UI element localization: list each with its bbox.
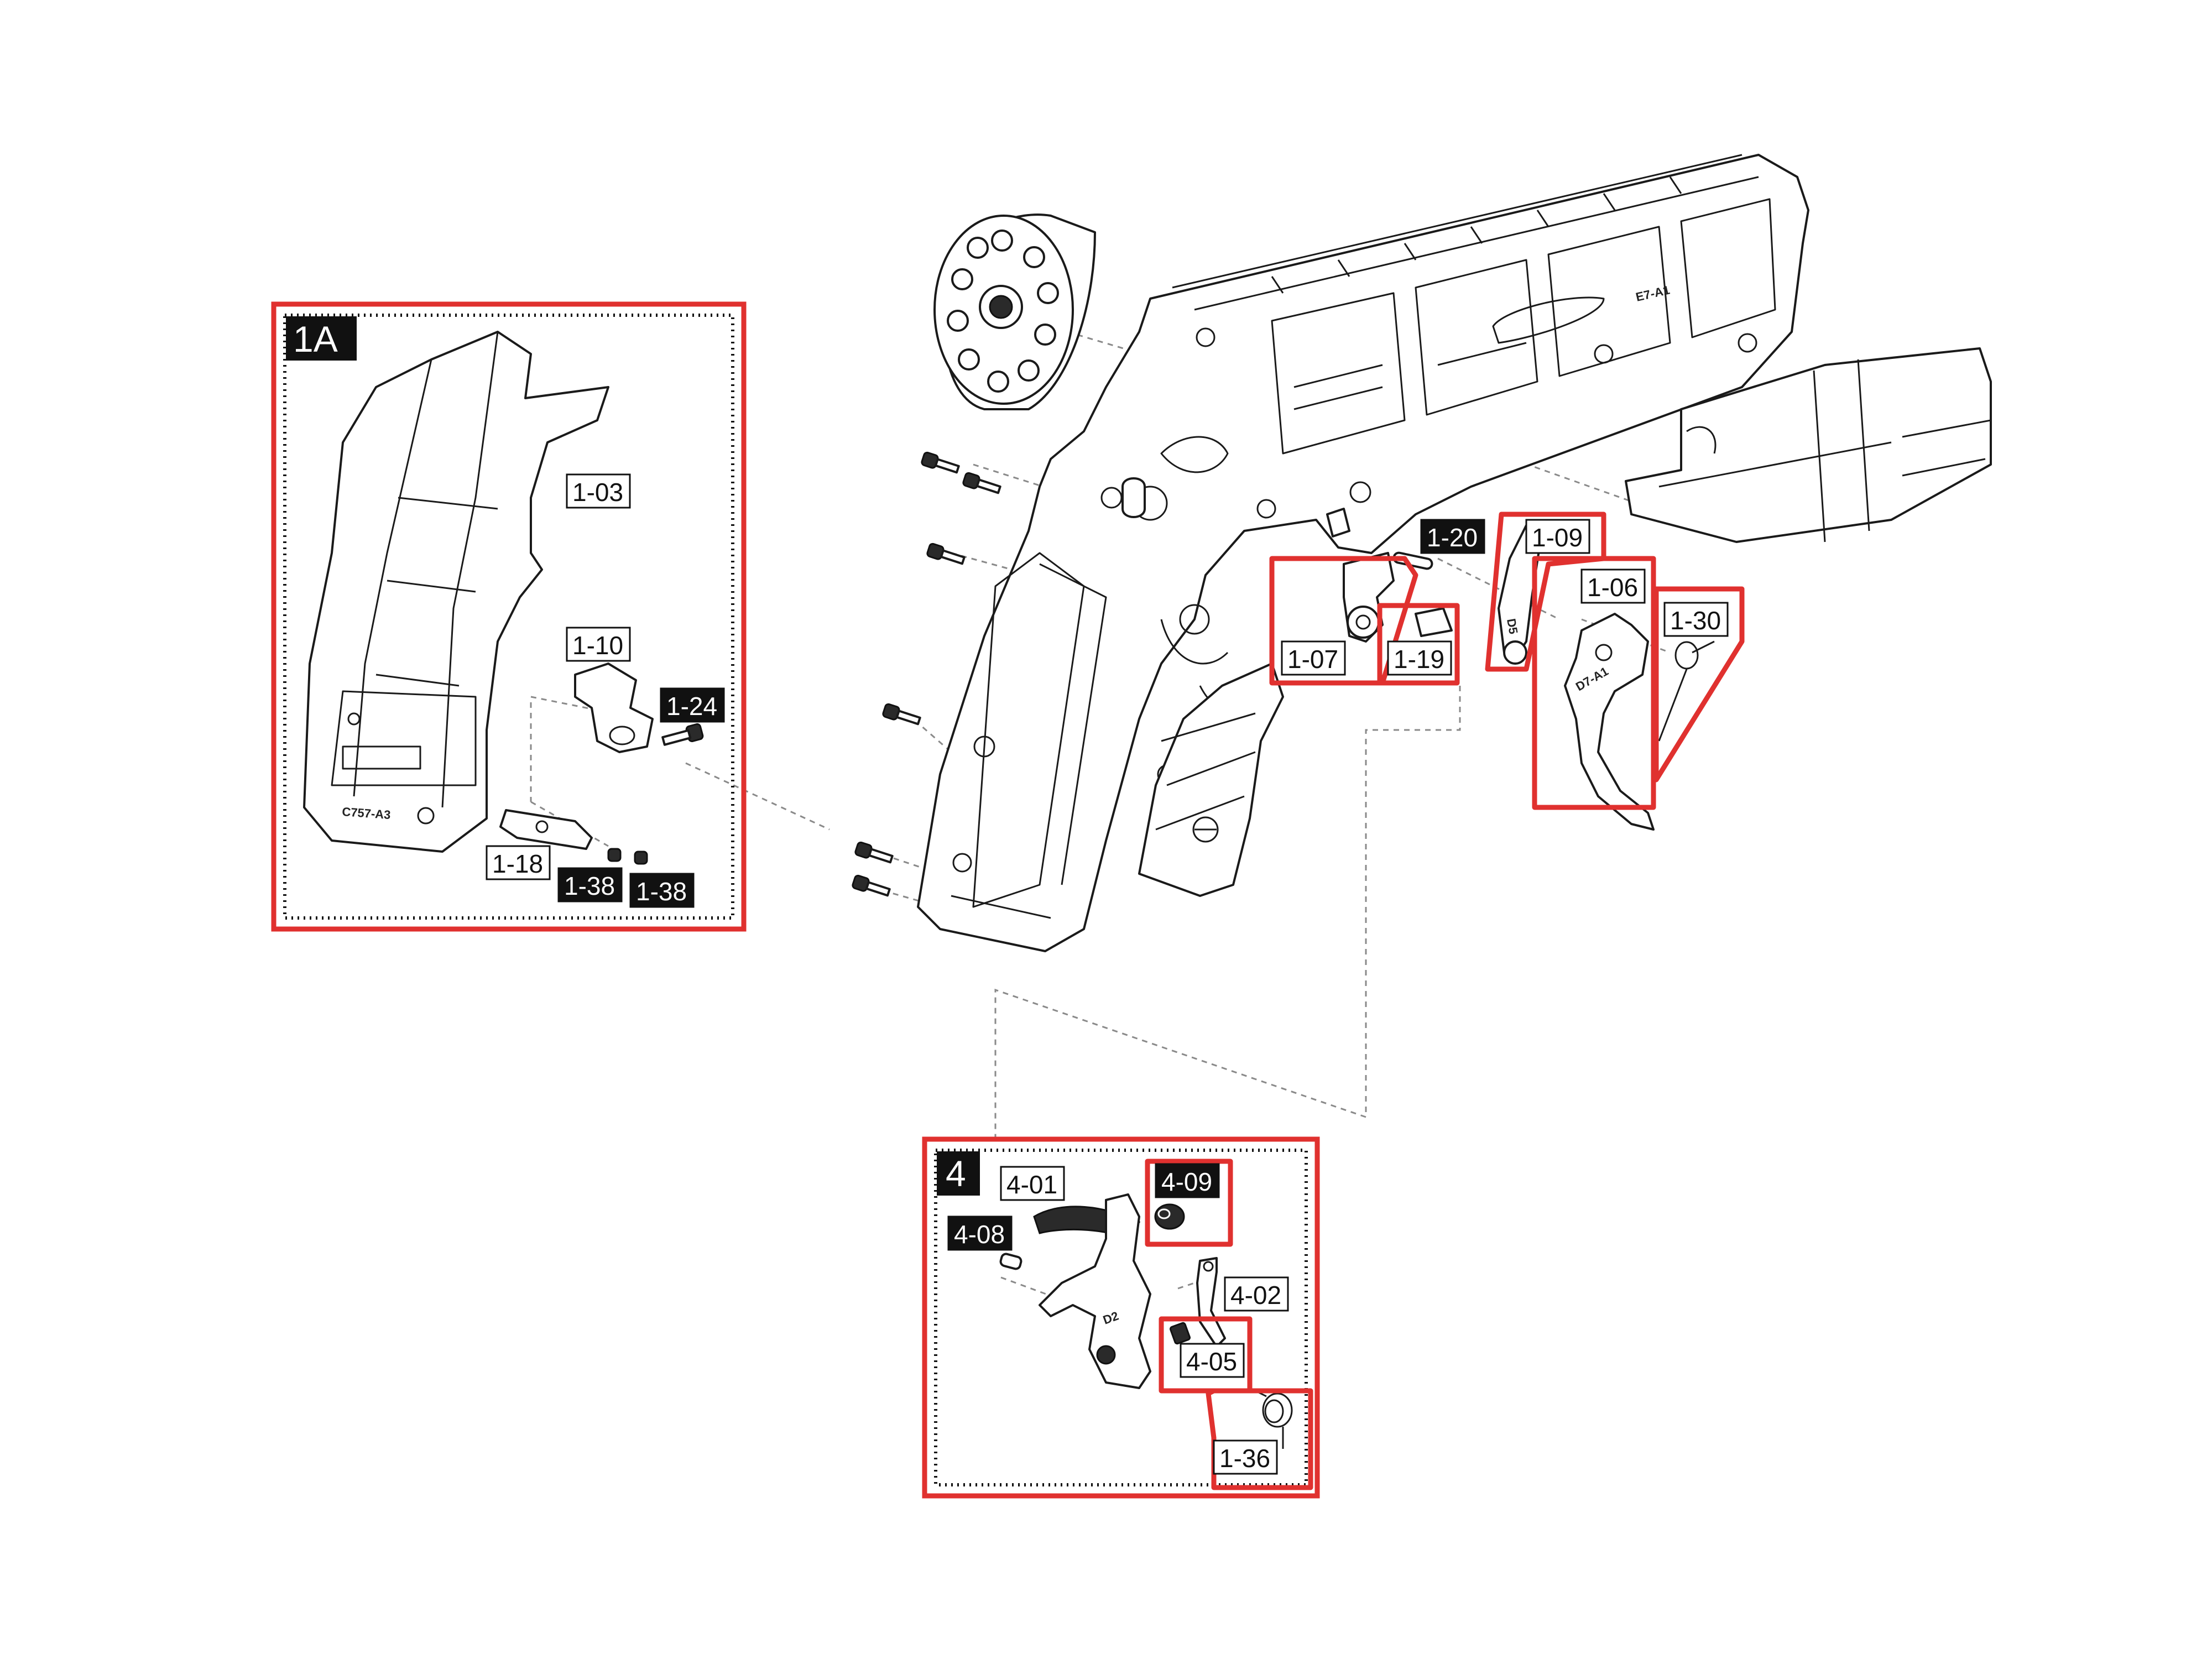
label-1-09: 1-09 [1532,523,1583,552]
label-1-07: 1-07 [1287,645,1338,674]
label-1-20: 1-20 [1427,523,1478,552]
part-4-08-pin [999,1253,1022,1270]
highlight-1-36 [1206,1388,1313,1490]
callout-labels: 1-03 1-10 1-24 1-18 1-38 1-38 1-20 1-09 … [486,473,1729,1475]
label-4-01: 4-01 [1006,1170,1057,1199]
label-1-10: 1-10 [572,631,623,660]
label-box-1-20 [1420,519,1485,554]
label-box-4-08 [947,1215,1013,1251]
group-4-frame [922,1136,1320,1499]
part-1-03-grip-shell: C757-A3 [303,331,609,853]
part-4-09-plug [1154,1203,1185,1230]
part-1-10 [574,662,654,753]
label-box-1-06 [1580,568,1646,604]
part-1-38-screws [607,848,648,865]
label-box-1-10 [566,627,631,662]
highlight-boxes [1269,512,1745,810]
label-1-30: 1-30 [1670,606,1721,635]
label-1-19: 1-19 [1394,645,1444,674]
group-4-title-box [937,1151,980,1196]
group-1a: 1A C757-A3 [271,301,747,932]
group-4-title: 4 [946,1153,966,1194]
highlight-4-05 [1159,1316,1253,1394]
label-4-02: 4-02 [1230,1281,1281,1310]
label-1-24: 1-24 [666,692,717,721]
label-4-08: 4-08 [954,1220,1005,1249]
group-4: 4 D2 [922,1136,1320,1499]
label-box-1-09 [1525,519,1590,554]
revolver-drum [933,213,1096,410]
part-1-24-screw [661,723,704,746]
barrel-shroud [1625,347,1992,543]
part-4-05-spring [1169,1322,1191,1345]
highlight-1-06 [1532,556,1656,810]
label-1-38-b: 1-38 [636,877,687,906]
group-1a-dotted-border [283,314,734,920]
group-1a-title: 1A [293,319,338,359]
label-box-1-24 [660,687,725,723]
group-1a-frame [271,301,747,932]
highlight-4-09 [1145,1159,1233,1247]
group-1a-title-box [286,316,357,361]
label-box-1-30 [1663,602,1729,637]
label-1-38-a: 1-38 [564,872,615,900]
sear-stamp: D5 [1504,618,1521,635]
label-box-1-36 [1213,1439,1278,1475]
part-1-07-hammer [1343,552,1395,643]
highlight-1-19 [1377,603,1460,686]
part-1-19 [1415,607,1453,637]
label-1-06: 1-06 [1587,573,1638,602]
label-box-4-02 [1224,1276,1289,1312]
part-4-02 [1196,1257,1226,1348]
label-1-03: 1-03 [572,478,623,507]
highlight-1-30 [1653,586,1745,782]
grip-stamp: C757-A3 [342,805,392,822]
label-box-1-18 [486,845,551,880]
label-box-4-09 [1155,1163,1220,1198]
label-box-1-38-b [629,873,695,908]
label-box-4-05 [1180,1343,1245,1378]
label-4-09: 4-09 [1161,1167,1212,1196]
label-4-05: 4-05 [1186,1347,1237,1376]
part-1-18 [499,809,593,850]
label-box-1-19 [1387,640,1452,676]
highlight-1-07 [1269,556,1418,686]
part-1-30-spring [1658,640,1715,742]
frame-pins [1121,477,1350,538]
grip-side-panel [1138,662,1284,897]
label-box-1-03 [566,473,631,509]
highlight-1-09 [1485,512,1606,672]
main-frame: E7-A1 [917,154,1809,952]
label-1-18: 1-18 [492,849,543,878]
frame-screws [852,451,1001,897]
part-4-01-lever: D2 [1033,1193,1151,1389]
label-1-36: 1-36 [1219,1444,1270,1473]
label-box-4-01 [1000,1166,1065,1201]
label-box-1-38-a [557,867,623,902]
part-1-06-trigger: D7-A1 [1564,613,1655,831]
part-1-09-sear: D5 [1498,524,1544,665]
label-box-1-07 [1281,640,1346,676]
